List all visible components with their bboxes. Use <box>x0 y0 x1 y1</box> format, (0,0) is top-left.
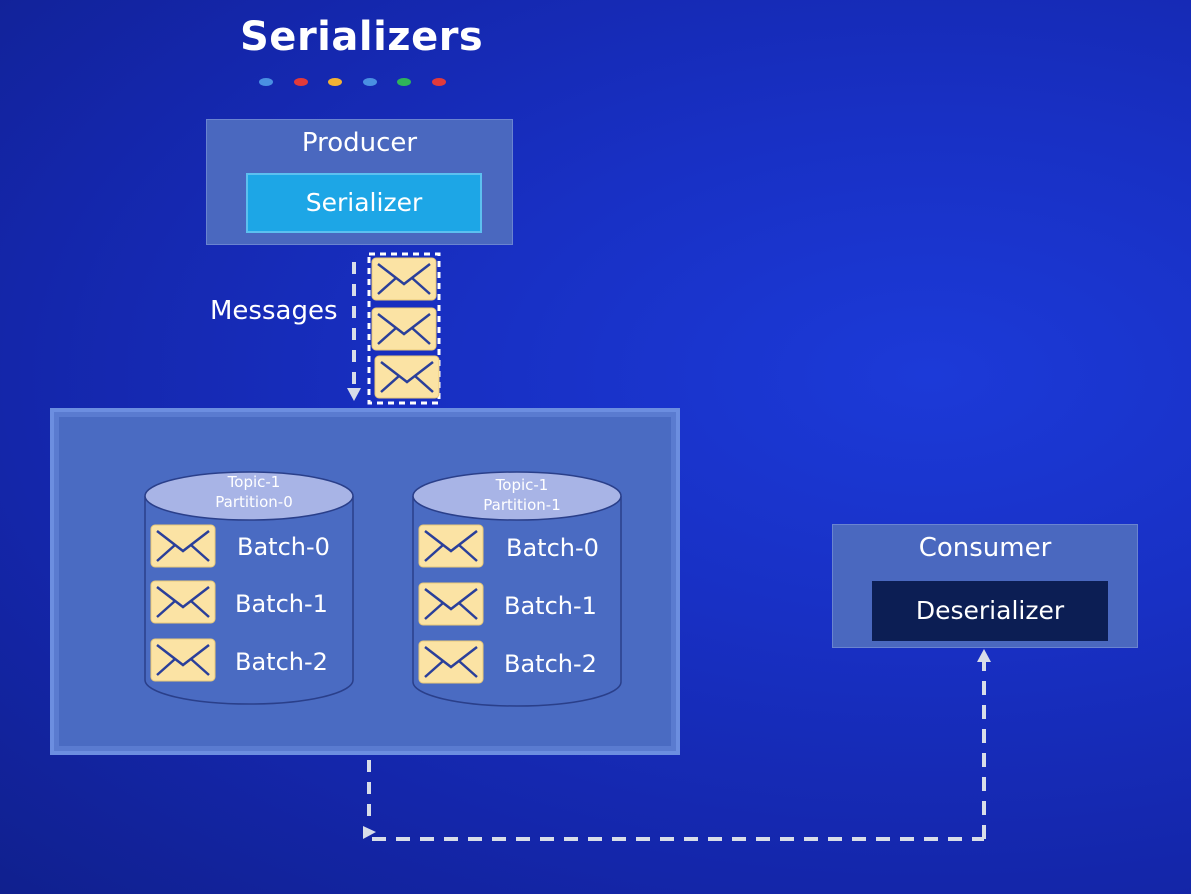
envelope-icon <box>149 637 217 683</box>
producer-to-broker-arrow <box>347 262 361 401</box>
broker-box: Topic-1 Partition-0 Batch-0 Batch-1 Batc… <box>50 408 680 755</box>
envelope-icon <box>370 306 438 352</box>
batch-label: Batch-2 <box>235 648 328 676</box>
broker-to-consumer-arrow <box>363 649 991 841</box>
envelope-icon <box>149 579 217 625</box>
consumer-title: Consumer <box>918 533 1052 563</box>
topic-label: Topic-1 <box>227 473 281 491</box>
envelope-icon <box>417 581 485 627</box>
title-dot <box>397 78 411 86</box>
envelope-icon <box>417 523 485 569</box>
envelope-icon <box>149 523 217 569</box>
title-dot <box>328 78 342 86</box>
producer-title: Producer <box>301 128 418 158</box>
partition-header: Topic-1 Partition-0 <box>189 472 319 512</box>
partition-label: Partition-0 <box>215 493 293 511</box>
title-dot <box>363 78 377 86</box>
batch-label: Batch-1 <box>504 592 597 620</box>
consumer-box: Consumer Deserializer <box>832 524 1138 648</box>
serializer-box: Serializer <box>246 173 482 233</box>
envelope-icon <box>373 354 441 400</box>
title-dot <box>294 78 308 86</box>
partition-cylinders <box>144 471 622 707</box>
envelope-icon <box>417 639 485 685</box>
topic-label: Topic-1 <box>495 476 549 494</box>
producer-box: Producer Serializer <box>206 119 513 245</box>
batch-label: Batch-0 <box>506 534 599 562</box>
diagram-title: Serializers <box>240 14 484 60</box>
title-dot <box>432 78 446 86</box>
batch-label: Batch-1 <box>235 590 328 618</box>
title-dot <box>259 78 273 86</box>
batch-label: Batch-0 <box>237 533 330 561</box>
envelope-icon <box>370 256 438 302</box>
batch-label: Batch-2 <box>504 650 597 678</box>
partition-header: Topic-1 Partition-1 <box>457 475 587 515</box>
messages-stack <box>367 252 441 405</box>
partition-label: Partition-1 <box>483 496 561 514</box>
messages-label: Messages <box>210 296 338 326</box>
deserializer-box: Deserializer <box>872 581 1108 641</box>
